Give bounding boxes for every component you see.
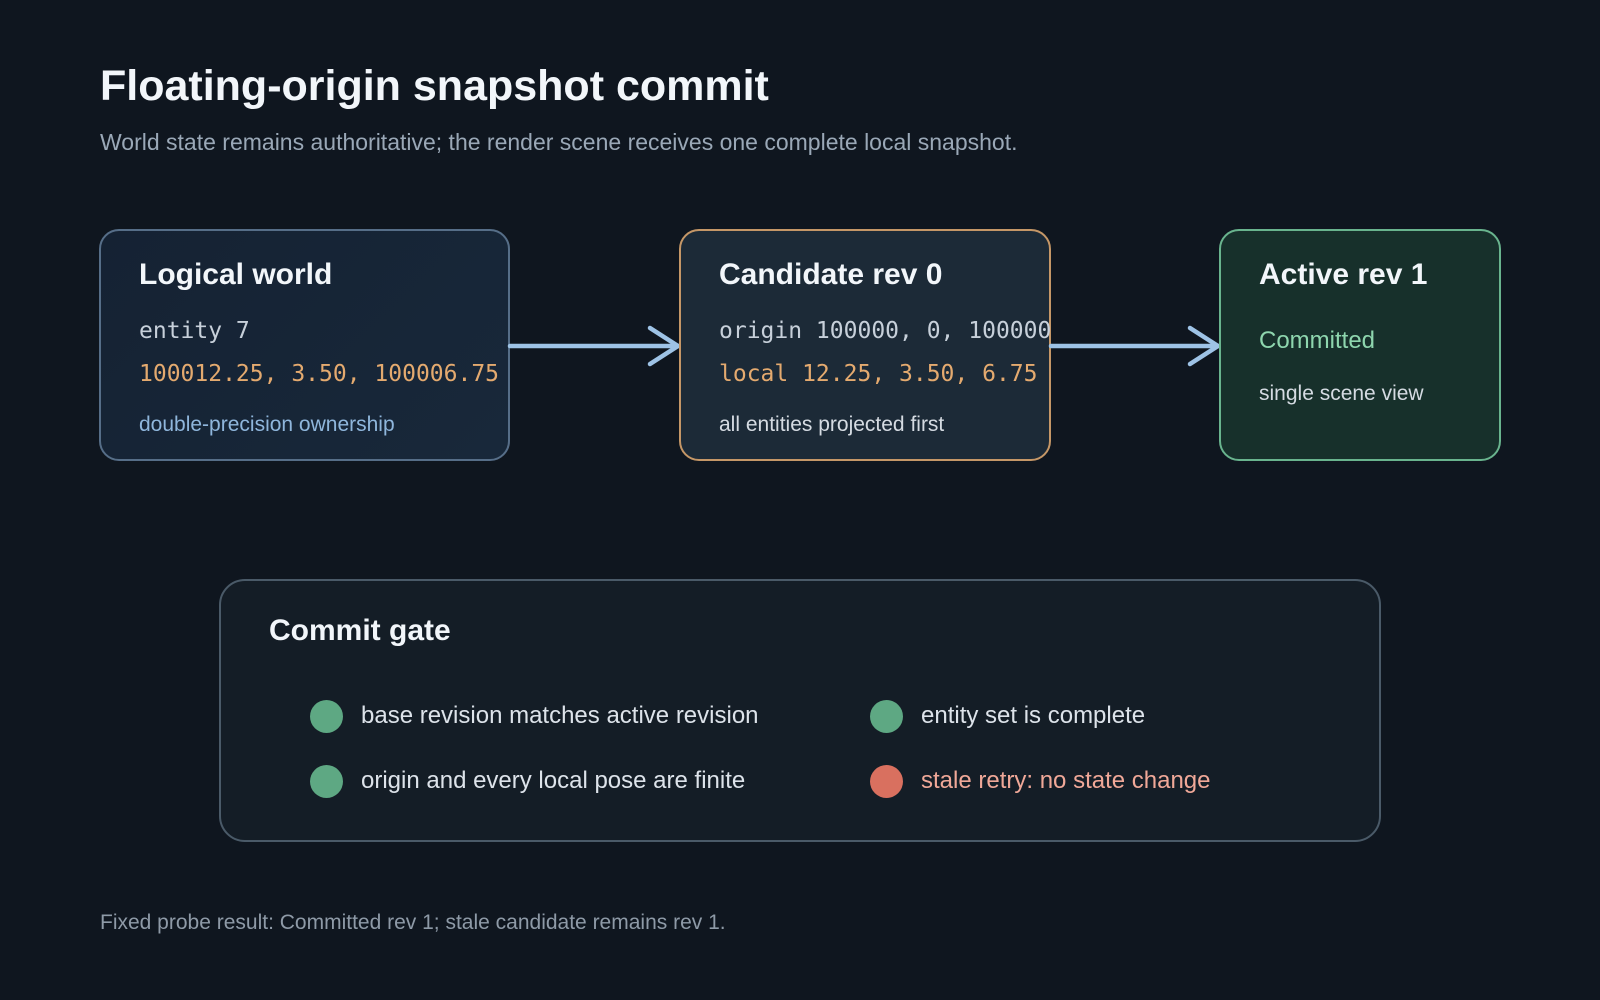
page-subtitle: World state remains authoritative; the r…: [100, 129, 1018, 155]
gate-check-base-revision: base revision matches active revision: [310, 699, 759, 733]
candidate-title: Candidate rev 0: [719, 258, 943, 291]
probe-result-footer: Fixed probe result: Committed rev 1; sta…: [100, 911, 726, 934]
commit-gate-title: Commit gate: [269, 614, 451, 647]
gate-check-label: stale retry: no state change: [921, 767, 1211, 794]
entity-id: entity 7: [139, 318, 250, 344]
candidate-note: all entities projected first: [719, 413, 945, 436]
gate-check-label: base revision matches active revision: [361, 702, 759, 729]
commit-gate-panel: Commit gate base revision matches active…: [219, 579, 1381, 842]
pass-indicator-icon: [870, 699, 903, 733]
pass-indicator-icon: [310, 764, 343, 798]
active-note: single scene view: [1259, 382, 1424, 405]
world-note: double-precision ownership: [139, 413, 395, 436]
gate-check-stale-retry: stale retry: no state change: [870, 764, 1211, 798]
candidate-box: Candidate rev 0 origin 100000, 0, 100000…: [679, 229, 1051, 461]
fail-indicator-icon: [870, 764, 903, 798]
page-title: Floating-origin snapshot commit: [100, 62, 769, 110]
pass-indicator-icon: [310, 699, 343, 733]
world-position: 100012.25, 3.50, 100006.75: [139, 361, 500, 387]
candidate-local: local 12.25, 3.50, 6.75: [719, 361, 1038, 387]
arrow-world-to-candidate: [507, 325, 681, 367]
active-title: Active rev 1: [1259, 258, 1428, 291]
logical-world-title: Logical world: [139, 258, 333, 291]
gate-check-finite-poses: origin and every local pose are finite: [310, 764, 745, 798]
gate-check-label: entity set is complete: [921, 702, 1146, 729]
logical-world-box: Logical world entity 7 100012.25, 3.50, …: [99, 229, 510, 461]
arrow-candidate-to-active: [1048, 325, 1221, 367]
active-box: Active rev 1 Committed single scene view: [1219, 229, 1501, 461]
active-status: Committed: [1259, 327, 1376, 354]
gate-check-label: origin and every local pose are finite: [361, 767, 746, 794]
gate-check-entity-set: entity set is complete: [870, 699, 1145, 733]
candidate-origin: origin 100000, 0, 100000: [719, 318, 1052, 344]
